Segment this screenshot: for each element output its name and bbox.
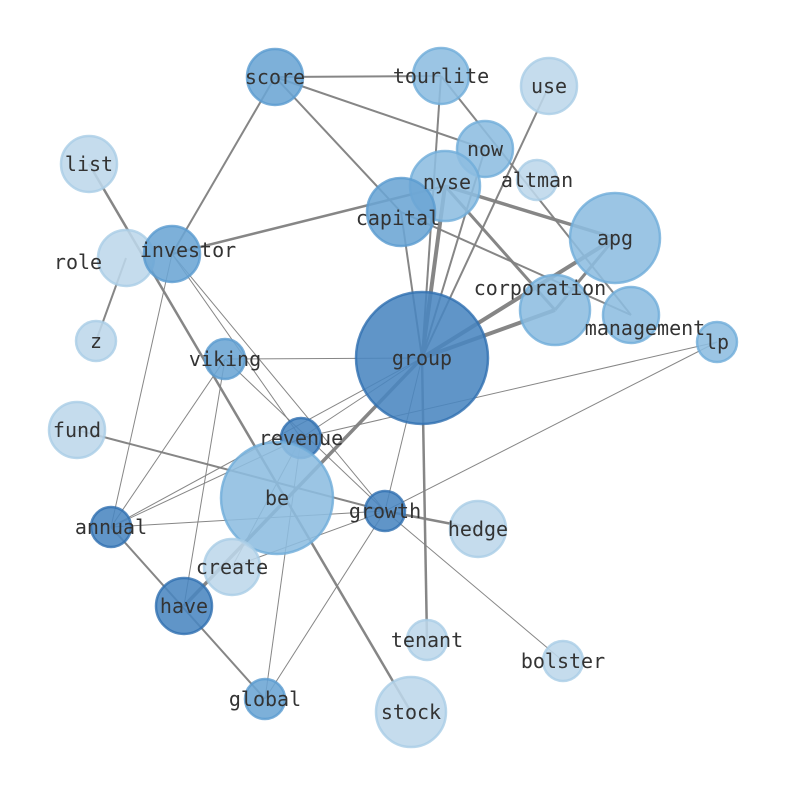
edge-score-now (274, 76, 486, 150)
node-circle (515, 158, 559, 202)
node-circle (601, 285, 661, 345)
node-have (154, 576, 214, 636)
node-label-stock: stock (381, 700, 441, 724)
node-label-nyse: nyse (423, 170, 471, 194)
node-annual (89, 505, 133, 549)
node-circle (59, 134, 119, 194)
node-label-be: be (265, 486, 289, 510)
node-label-role: role (54, 250, 102, 274)
edge-lp-revenue (300, 341, 718, 439)
node-circle (695, 320, 739, 364)
node-label-have: have (160, 594, 208, 618)
node-label-capital: capital (356, 206, 440, 230)
node-label-fund: fund (53, 418, 101, 442)
node-circle (354, 290, 490, 426)
node-label-group: group (392, 346, 452, 370)
node-use (519, 56, 579, 116)
node-tourlite (411, 46, 471, 106)
node-label-annual: annual (75, 515, 147, 539)
node-altman (515, 158, 559, 202)
node-score (245, 47, 305, 107)
node-apg (568, 191, 662, 285)
node-label-investor: investor (140, 238, 236, 262)
node-label-management: management (585, 316, 705, 340)
node-label-corporation: corporation (474, 276, 606, 300)
node-capital (365, 176, 437, 248)
edge-score-investor (171, 76, 276, 255)
node-circle (219, 440, 335, 556)
node-z (74, 319, 118, 363)
node-hedge (448, 499, 508, 559)
node-label-list: list (65, 152, 113, 176)
edge-viking-annual (110, 358, 226, 528)
node-fund (47, 400, 107, 460)
node-circle (541, 639, 585, 683)
node-circle (405, 618, 449, 662)
node-label-revenue: revenue (259, 426, 343, 450)
node-circle (518, 273, 592, 347)
edge-capital-management (400, 211, 632, 316)
node-label-score: score (245, 65, 305, 89)
node-label-use: use (531, 74, 567, 98)
node-layer: score tourlite use list now altman nyse capital… (47, 46, 739, 749)
node-label-viking: viking (189, 347, 261, 371)
edge-growth-bolster (384, 510, 564, 662)
node-label-tenant: tenant (391, 628, 463, 652)
node-circle (568, 191, 662, 285)
node-label-hedge: hedge (448, 517, 508, 541)
node-corporation (518, 273, 592, 347)
node-circle (374, 675, 448, 749)
node-label-global: global (229, 687, 301, 711)
node-group (354, 290, 490, 426)
node-circle (245, 47, 305, 107)
node-label-growth: growth (349, 499, 421, 523)
node-list (59, 134, 119, 194)
node-investor (142, 224, 202, 284)
node-label-tourlite: tourlite (393, 64, 489, 88)
node-circle (519, 56, 579, 116)
node-viking (203, 337, 247, 381)
edge-viking-have (183, 358, 226, 607)
node-growth (363, 489, 407, 533)
node-management (601, 285, 661, 345)
node-circle (47, 400, 107, 460)
node-circle (74, 319, 118, 363)
edge-investor-growth (171, 253, 386, 512)
node-label-lp: lp (705, 330, 729, 354)
node-circle (363, 489, 407, 533)
node-label-z: z (90, 329, 102, 353)
node-circle (203, 337, 247, 381)
node-label-altman: altman (501, 168, 573, 192)
edge-investor-annual (110, 253, 173, 528)
node-label-create: create (196, 555, 268, 579)
node-be (219, 440, 335, 556)
node-circle (448, 499, 508, 559)
node-stock (374, 675, 448, 749)
edge-lp-growth (384, 341, 718, 512)
node-label-apg: apg (597, 226, 633, 250)
node-circle (202, 537, 262, 597)
node-circle (89, 505, 133, 549)
node-circle (154, 576, 214, 636)
node-circle (411, 46, 471, 106)
node-bolster (541, 639, 585, 683)
edge-growth-global (264, 510, 386, 700)
node-circle (243, 677, 287, 721)
node-tenant (405, 618, 449, 662)
node-label-bolster: bolster (521, 649, 605, 673)
node-label-now: now (467, 137, 504, 161)
node-circle (365, 176, 437, 248)
node-global (243, 677, 287, 721)
node-create (202, 537, 262, 597)
node-circle (142, 224, 202, 284)
node-lp (695, 320, 739, 364)
